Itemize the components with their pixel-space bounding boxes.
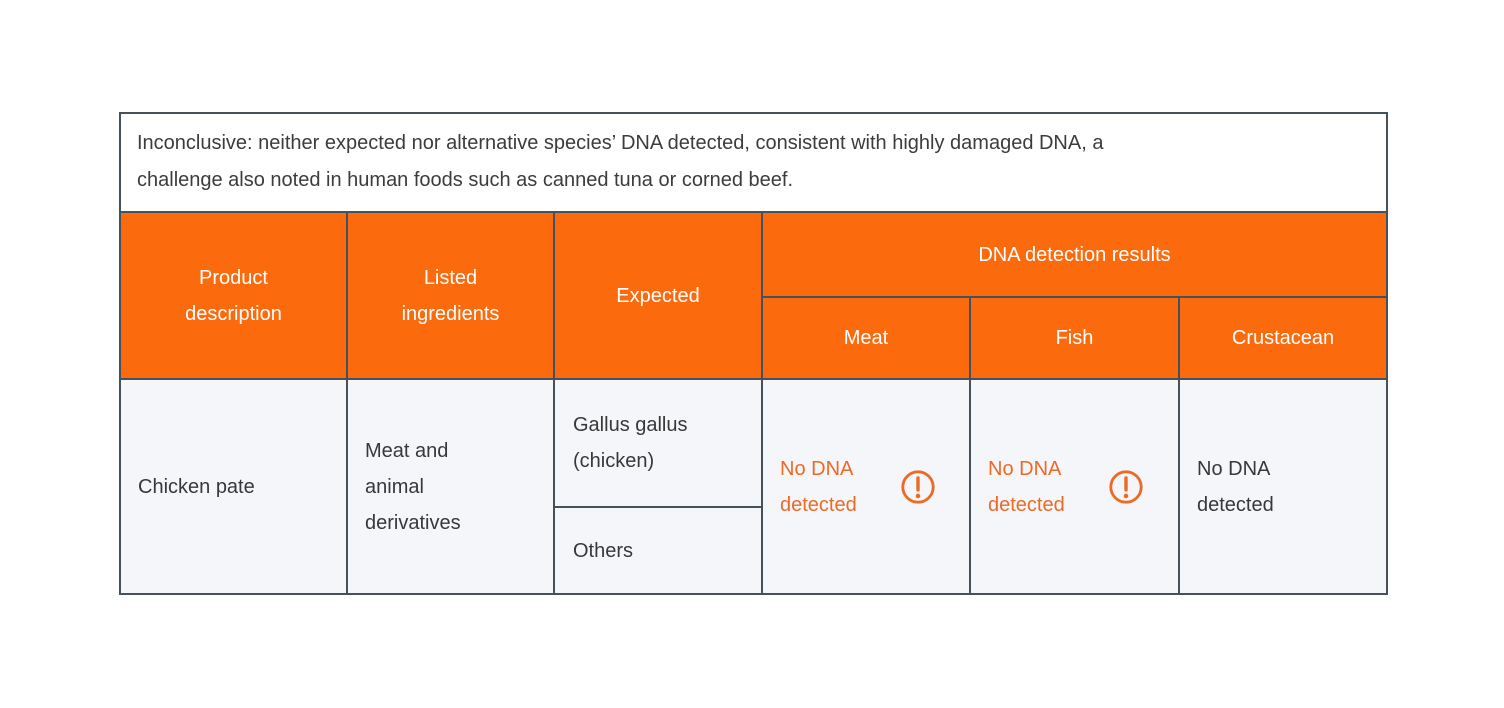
col-header-dna-detection-results: DNA detection results	[760, 211, 1389, 298]
cell-product-description: Chicken pate	[119, 378, 348, 595]
col-header-crustacean: Crustacean	[1177, 296, 1389, 380]
cell-meat-result: No DNA detected	[761, 378, 971, 595]
cell-listed-ingredients: Meat and animal derivatives	[346, 378, 555, 595]
product-description-value: Chicken pate	[138, 475, 255, 498]
col-header-meat: Meat	[761, 296, 971, 380]
col-header-meat-label: Meat	[843, 327, 889, 349]
fish-result-value: No DNA detected	[988, 457, 1065, 516]
alert-circle-icon	[1109, 469, 1143, 504]
inconclusive-note-cell: Inconclusive: neither expected nor alter…	[118, 112, 1389, 213]
listed-ingredients-value: Meat and animal derivatives	[365, 439, 461, 534]
cell-expected: Gallus gallus (chicken) Others	[553, 378, 763, 595]
inconclusive-note-text: Inconclusive: neither expected nor alter…	[137, 132, 1104, 191]
crustacean-result-value: No DNA detected	[1197, 457, 1274, 516]
col-header-fish-label: Fish	[1055, 327, 1094, 349]
col-header-dna-detection-results-label: DNA detection results	[978, 243, 1171, 266]
fish-result-content: No DNA detected	[988, 451, 1170, 523]
expected-species-value: Gallus gallus (chicken)	[573, 414, 688, 472]
expected-others-value: Others	[573, 539, 634, 562]
header-row-sub: Meat Fish Crustacean	[120, 296, 1389, 380]
col-header-product-description: Product description	[119, 211, 348, 380]
meat-result-value: No DNA detected	[780, 457, 857, 516]
dna-results-table: Inconclusive: neither expected nor alter…	[118, 112, 1389, 595]
col-header-fish: Fish	[969, 296, 1180, 380]
expected-species-subcell: Gallus gallus (chicken)	[555, 380, 761, 508]
cell-fish-result: No DNA detected	[969, 378, 1180, 595]
cell-crustacean-result: No DNA detected	[1177, 378, 1389, 595]
col-header-product-description-label: Product description	[185, 266, 282, 325]
col-header-listed-ingredients: Listed ingredients	[346, 211, 555, 380]
col-header-crustacean-label: Crustacean	[1231, 327, 1335, 349]
col-header-expected: Expected	[553, 211, 763, 380]
header-row-top: Product description Listed ingredients E…	[119, 211, 1389, 380]
meat-result-content: No DNA detected	[780, 451, 961, 523]
table-row: Chicken pate Meat and animal derivatives…	[119, 378, 1389, 595]
col-header-expected-label: Expected	[616, 284, 700, 307]
note-row: Inconclusive: neither expected nor alter…	[118, 112, 1389, 213]
alert-circle-icon	[901, 469, 935, 504]
expected-others-subcell: Others	[555, 508, 761, 593]
col-header-listed-ingredients-label: Listed ingredients	[401, 266, 500, 325]
